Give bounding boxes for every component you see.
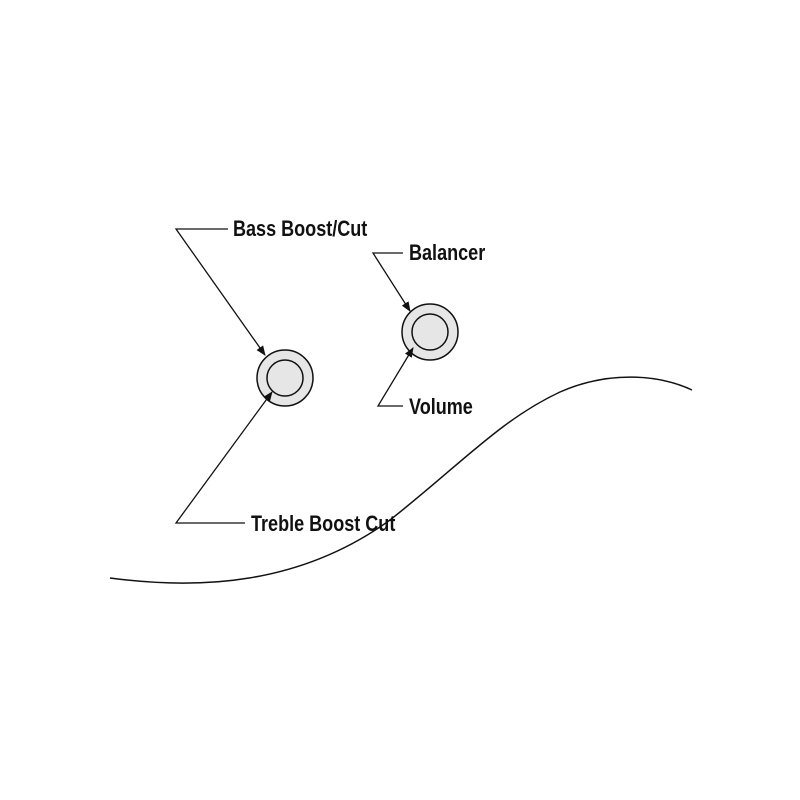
balancer-leader-arrow [371, 252, 411, 312]
treble-boost-cut-label: Treble Boost Cut [251, 511, 396, 536]
balancer-label: Balancer [409, 240, 486, 265]
bass-boost-cut-label: Bass Boost/Cut [233, 216, 368, 241]
treble-leader-arrow [174, 391, 273, 524]
knob-bass-treble[interactable] [256, 349, 314, 407]
volume-label: Volume [409, 394, 473, 419]
knob-balancer-volume[interactable] [401, 303, 459, 361]
volume-leader-arrow [376, 347, 414, 407]
body-outline-curve [109, 376, 693, 584]
bass-leader-arrow [174, 228, 266, 356]
